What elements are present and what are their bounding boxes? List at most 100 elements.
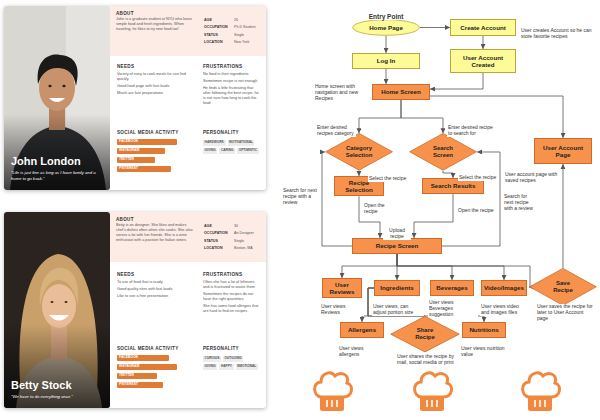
- trait-tag-label: GIVING: [205, 149, 216, 153]
- edge-label: Search for next recipe with a review: [503, 194, 535, 211]
- process-box: User Account Page: [534, 138, 592, 164]
- hat-top: [315, 373, 352, 397]
- field-label: LOCATION: [204, 246, 232, 250]
- section-heading: NEEDS: [117, 64, 193, 70]
- flow-connector: [443, 171, 453, 178]
- john-figure: [4, 6, 110, 190]
- label-slot: User views allergens: [338, 342, 386, 360]
- edge-label: Search for next recipe with a review: [282, 188, 320, 205]
- section-heading: SOCIAL MEDIA ACTIVITY: [117, 130, 193, 136]
- label-slot: User views Beverages suggestion: [428, 300, 478, 320]
- social-bar: TWITTER: [117, 157, 155, 163]
- trait-tag-label: MOTIVATIONAL: [229, 141, 253, 145]
- process-box: User Reviews: [322, 278, 362, 298]
- trait-tag: GIVING: [203, 148, 217, 154]
- flow-connector: [483, 36, 484, 49]
- persona-section: FRUSTRATIONSNo food in their ingredients…: [200, 62, 264, 124]
- edge-label: User creates Account so he can store fav…: [520, 28, 596, 40]
- flow-connector: [414, 194, 453, 238]
- social-bar-label: INSTAGRAM: [119, 149, 139, 152]
- hat-top: [415, 373, 452, 397]
- photo-ground: [4, 6, 110, 190]
- social-bar: FACEBOOK: [117, 355, 169, 361]
- process-box: Beverages: [430, 280, 474, 296]
- label-slot: User creates Account so he can store fav…: [520, 24, 596, 42]
- social-bar-label: PINTEREST: [119, 167, 138, 170]
- connector-group: [322, 28, 563, 323]
- label-slot: User account page with saved recipes: [504, 168, 560, 186]
- diamond-shape: [391, 316, 460, 352]
- social-bar-label: FACEBOOK: [119, 356, 138, 359]
- node-label: Home Screen: [381, 88, 421, 95]
- photo-shade: [4, 114, 110, 190]
- trait-tag-label: OPTIMISTIC: [239, 149, 257, 153]
- section-item: Good food page with fast loads: [117, 84, 193, 89]
- label-slot: Enter desired recipes category: [316, 121, 356, 139]
- trait-tag-label: CURIOUS: [205, 357, 220, 361]
- betty-figure: [4, 212, 110, 408]
- persona-section: NEEDSVariety of easy to cook meals he ca…: [114, 62, 196, 124]
- node-label: Save Recipe: [546, 280, 580, 293]
- annotation-label: Home screen with navigation and new Reci…: [314, 84, 368, 101]
- persona-section: NEEDSTo use of food that is readyGood qu…: [114, 270, 196, 340]
- hat-pleats: [327, 400, 337, 407]
- social-bar-label: TWITTER: [119, 158, 134, 161]
- flow-connector: [420, 27, 450, 28]
- diamond-shape: [410, 134, 477, 171]
- flow-connector: [386, 36, 387, 53]
- node-label: Share Recipe: [408, 327, 442, 340]
- hat-top: [523, 373, 560, 397]
- hair-front: [40, 268, 79, 306]
- decision-diamond: Search Screen: [409, 133, 477, 171]
- section-heading: FRUSTRATIONS: [203, 64, 261, 70]
- social-bar: PINTEREST: [117, 166, 171, 172]
- field-label: STATUS: [204, 239, 232, 243]
- label-slot: User views video and images files: [480, 300, 528, 318]
- field-label: OCCUPATION: [204, 25, 232, 29]
- persona-section: SOCIAL MEDIA ACTIVITYFACEBOOKINSTAGRAMTW…: [114, 128, 196, 182]
- section-item: Sometimes the recipes do not have the ri…: [203, 292, 261, 302]
- edge-label: User views Beverages suggestion: [428, 300, 478, 317]
- about-panel: ABOUTBetty is an designer. She likes and…: [110, 212, 200, 262]
- social-bar: PINTEREST: [117, 382, 163, 388]
- label-slot: Enter desired recipe to search for: [447, 121, 497, 139]
- field-label: OCCUPATION: [204, 231, 232, 235]
- hat-band: [421, 397, 443, 410]
- john-photo: [4, 6, 110, 190]
- info-panel: AGE26OCCUPATIONPh.D StudentSTATUSSingleL…: [200, 6, 266, 56]
- hair: [38, 55, 78, 86]
- persona-quote: “Life is just fine as long as I have fam…: [11, 170, 105, 181]
- trait-tag-label: GIVING: [205, 365, 216, 369]
- edge-label: User saves the recipe for later to User …: [536, 304, 596, 321]
- label-slot: Search for next recipe with a review: [503, 194, 535, 214]
- eye: [51, 301, 54, 303]
- label-slot: Open the recipe: [457, 198, 497, 216]
- flow-connector: [397, 254, 504, 280]
- process-box: Home Screen: [372, 84, 430, 100]
- process-box: Recipe Screen: [352, 238, 442, 254]
- persona-section: SOCIAL MEDIA ACTIVITYFACEBOOKINSTAGRAMTW…: [114, 344, 196, 398]
- section-item: Sometimes recipe is not enough: [203, 79, 261, 84]
- label-slot: Open the recipe: [363, 199, 399, 217]
- node-label: Beverages: [436, 284, 467, 291]
- chef-hat-icon: [315, 373, 352, 410]
- section-item: Often she has a lot of leftovers and is …: [203, 280, 261, 290]
- edge-label: Select the recipe: [458, 175, 497, 181]
- photo-ground: [4, 212, 110, 408]
- trait-tag-label: OUTGOING: [224, 357, 241, 361]
- annotation-label: Upload recipe: [383, 228, 411, 240]
- process-box: Log In: [352, 53, 420, 69]
- label-slot: Search for next recipe with a review: [282, 188, 320, 208]
- section-heading: NEEDS: [117, 272, 193, 278]
- trait-tag-label: HARDWORK: [205, 141, 224, 145]
- flow-connector: [430, 73, 483, 89]
- about-panel: ABOUTJohn is a graduate student at NYU w…: [110, 6, 200, 56]
- trait-tag: HAPPY: [219, 364, 233, 370]
- flow-connector: [401, 100, 443, 133]
- trait-tag: CARING: [219, 148, 235, 154]
- process-box: Nutritions: [462, 322, 506, 338]
- field-value: New York: [234, 40, 262, 44]
- process-box: Create Account: [450, 19, 516, 36]
- section-item: Betty is an designer. She likes and make…: [116, 223, 194, 243]
- trait-tag-label: HAPPY: [221, 365, 232, 369]
